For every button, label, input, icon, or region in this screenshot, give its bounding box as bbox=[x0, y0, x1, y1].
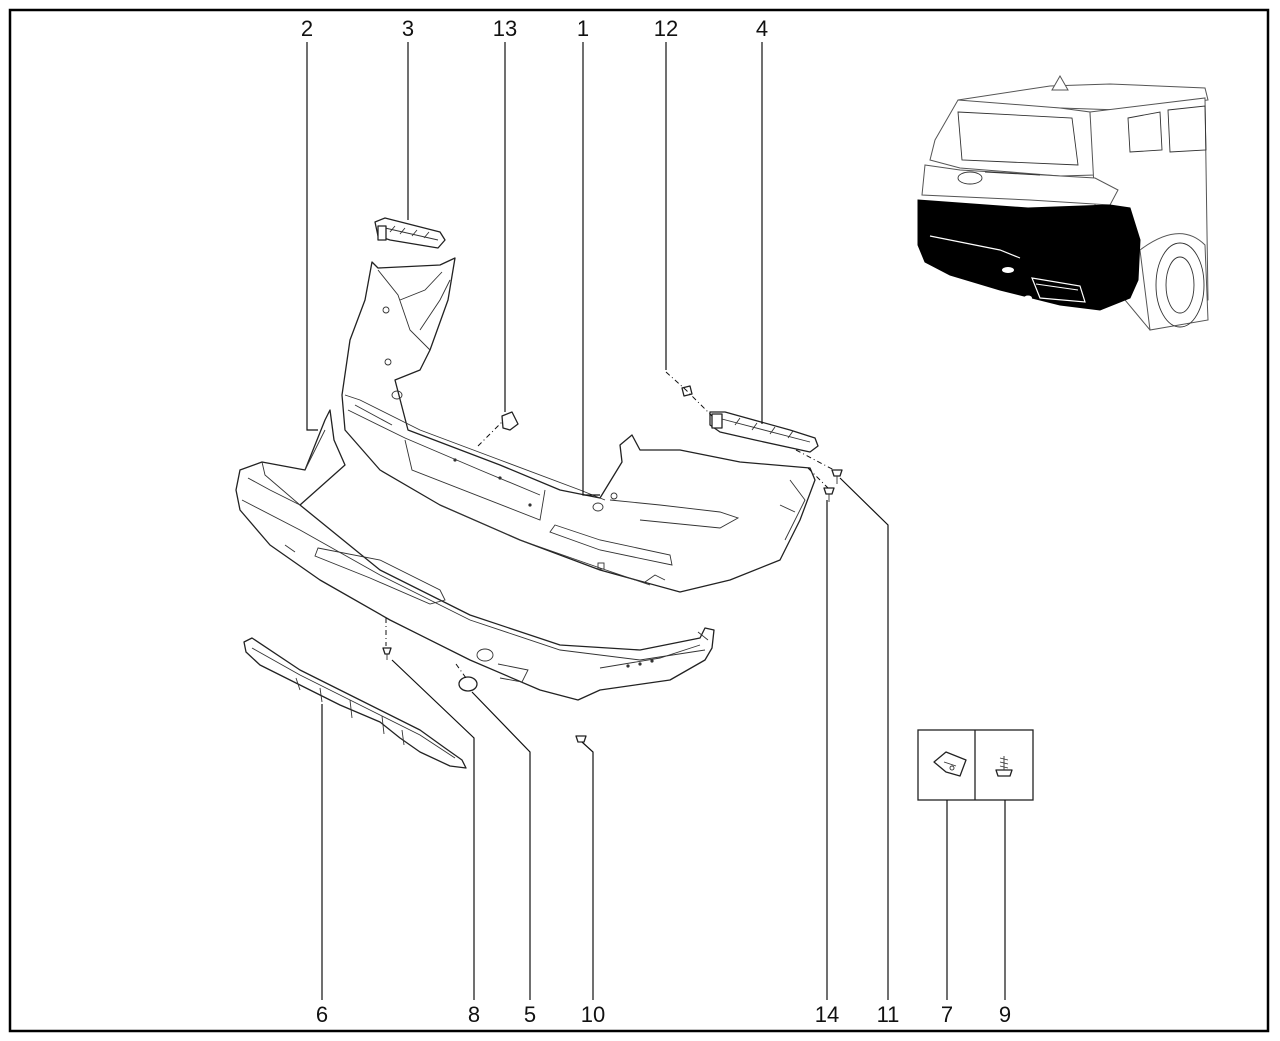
callout-8: 8 bbox=[468, 1002, 480, 1027]
callout-4: 4 bbox=[756, 16, 768, 41]
callout-3: 3 bbox=[402, 16, 414, 41]
fastener-10 bbox=[575, 735, 587, 743]
callout-6: 6 bbox=[316, 1002, 328, 1027]
callout-9: 9 bbox=[999, 1002, 1011, 1027]
part-2-lower-valance bbox=[235, 409, 715, 701]
vehicle-locator-illustration bbox=[917, 74, 1209, 331]
callout-labels: 2 3 13 1 12 4 6 8 5 10 14 11 7 9 bbox=[301, 16, 1011, 1027]
cap-5 bbox=[458, 676, 478, 692]
part-1-rear-bumper-cover bbox=[341, 257, 816, 593]
fastener-14 bbox=[823, 487, 835, 502]
fastener-13 bbox=[501, 411, 519, 431]
fastener-11 bbox=[831, 469, 843, 484]
clip-icon bbox=[933, 751, 967, 777]
part-3-upper-bracket bbox=[374, 217, 446, 249]
fastener-8 bbox=[382, 647, 392, 660]
callout-10: 10 bbox=[581, 1002, 605, 1027]
callout-2: 2 bbox=[301, 16, 313, 41]
callout-14: 14 bbox=[815, 1002, 839, 1027]
callout-1: 1 bbox=[577, 16, 589, 41]
part-6-lower-trim bbox=[243, 637, 467, 769]
callout-12: 12 bbox=[654, 16, 678, 41]
screw-icon bbox=[995, 756, 1013, 777]
part-4-side-bracket bbox=[709, 411, 819, 453]
leader-lines bbox=[306, 42, 1006, 1000]
fastener-legend-box bbox=[917, 729, 1034, 801]
rear-bumper-highlight bbox=[917, 199, 1141, 311]
callout-7: 7 bbox=[941, 1002, 953, 1027]
diagram-frame bbox=[8, 8, 1270, 1033]
callout-5: 5 bbox=[524, 1002, 536, 1027]
callout-11: 11 bbox=[877, 1002, 900, 1027]
callout-13: 13 bbox=[493, 16, 517, 41]
